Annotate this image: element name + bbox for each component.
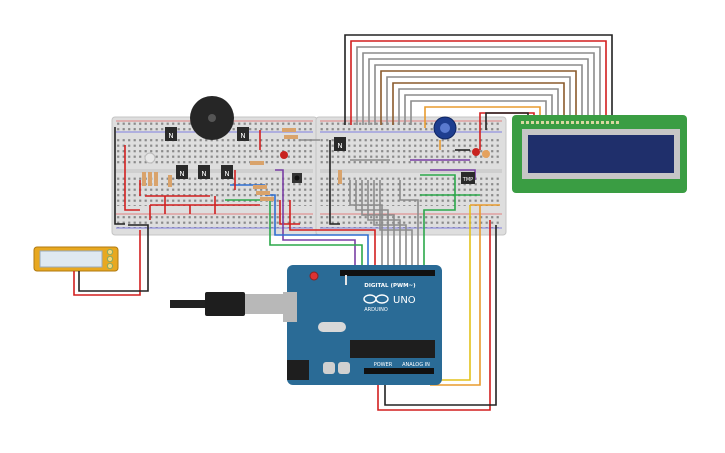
arduino-uno: DIGITAL (PWM~) UNO ARDUINO POWER ANALOG … (283, 265, 442, 385)
svg-text:N: N (224, 170, 229, 178)
digital-label: DIGITAL (PWM~) (364, 283, 416, 289)
left-board-wires (114, 127, 320, 225)
model-label: UNO (393, 295, 416, 306)
lcd-wire-bundle (344, 34, 613, 130)
svg-text:TMP: TMP (462, 177, 473, 183)
led-red-left (280, 151, 288, 159)
rgb-led (144, 152, 156, 164)
photoresistor (482, 150, 490, 158)
resistors (142, 128, 342, 201)
analog-label: ANALOG IN (402, 362, 430, 368)
arduino-wire-bundle (262, 169, 497, 411)
brand-label: ARDUINO (364, 307, 388, 313)
transistor-4: N (198, 165, 210, 179)
transistor-1: N (165, 127, 177, 141)
usb-cable (170, 292, 287, 316)
right-board-wires (329, 130, 500, 225)
led-red-right (472, 148, 480, 156)
temperature-sensor: TMP (461, 172, 475, 184)
svg-text:N: N (168, 132, 173, 140)
arduino-logo (363, 294, 389, 304)
transistor-5: N (221, 165, 233, 179)
pushbutton (292, 173, 302, 183)
svg-text:N: N (337, 142, 342, 150)
svg-text:N: N (240, 132, 245, 140)
sensor-module (33, 224, 149, 296)
svg-text:N: N (201, 170, 206, 178)
transistor-chips: N N N N N N (165, 127, 346, 179)
power-label: POWER (374, 362, 393, 368)
buzzer (190, 96, 234, 140)
lcd-display (512, 115, 687, 193)
transistor-6: N (334, 137, 346, 151)
transistor-2: N (237, 127, 249, 141)
transistor-3: N (176, 165, 188, 179)
breadboard-right (315, 116, 507, 236)
svg-text:N: N (179, 170, 184, 178)
potentiometer (433, 116, 457, 140)
